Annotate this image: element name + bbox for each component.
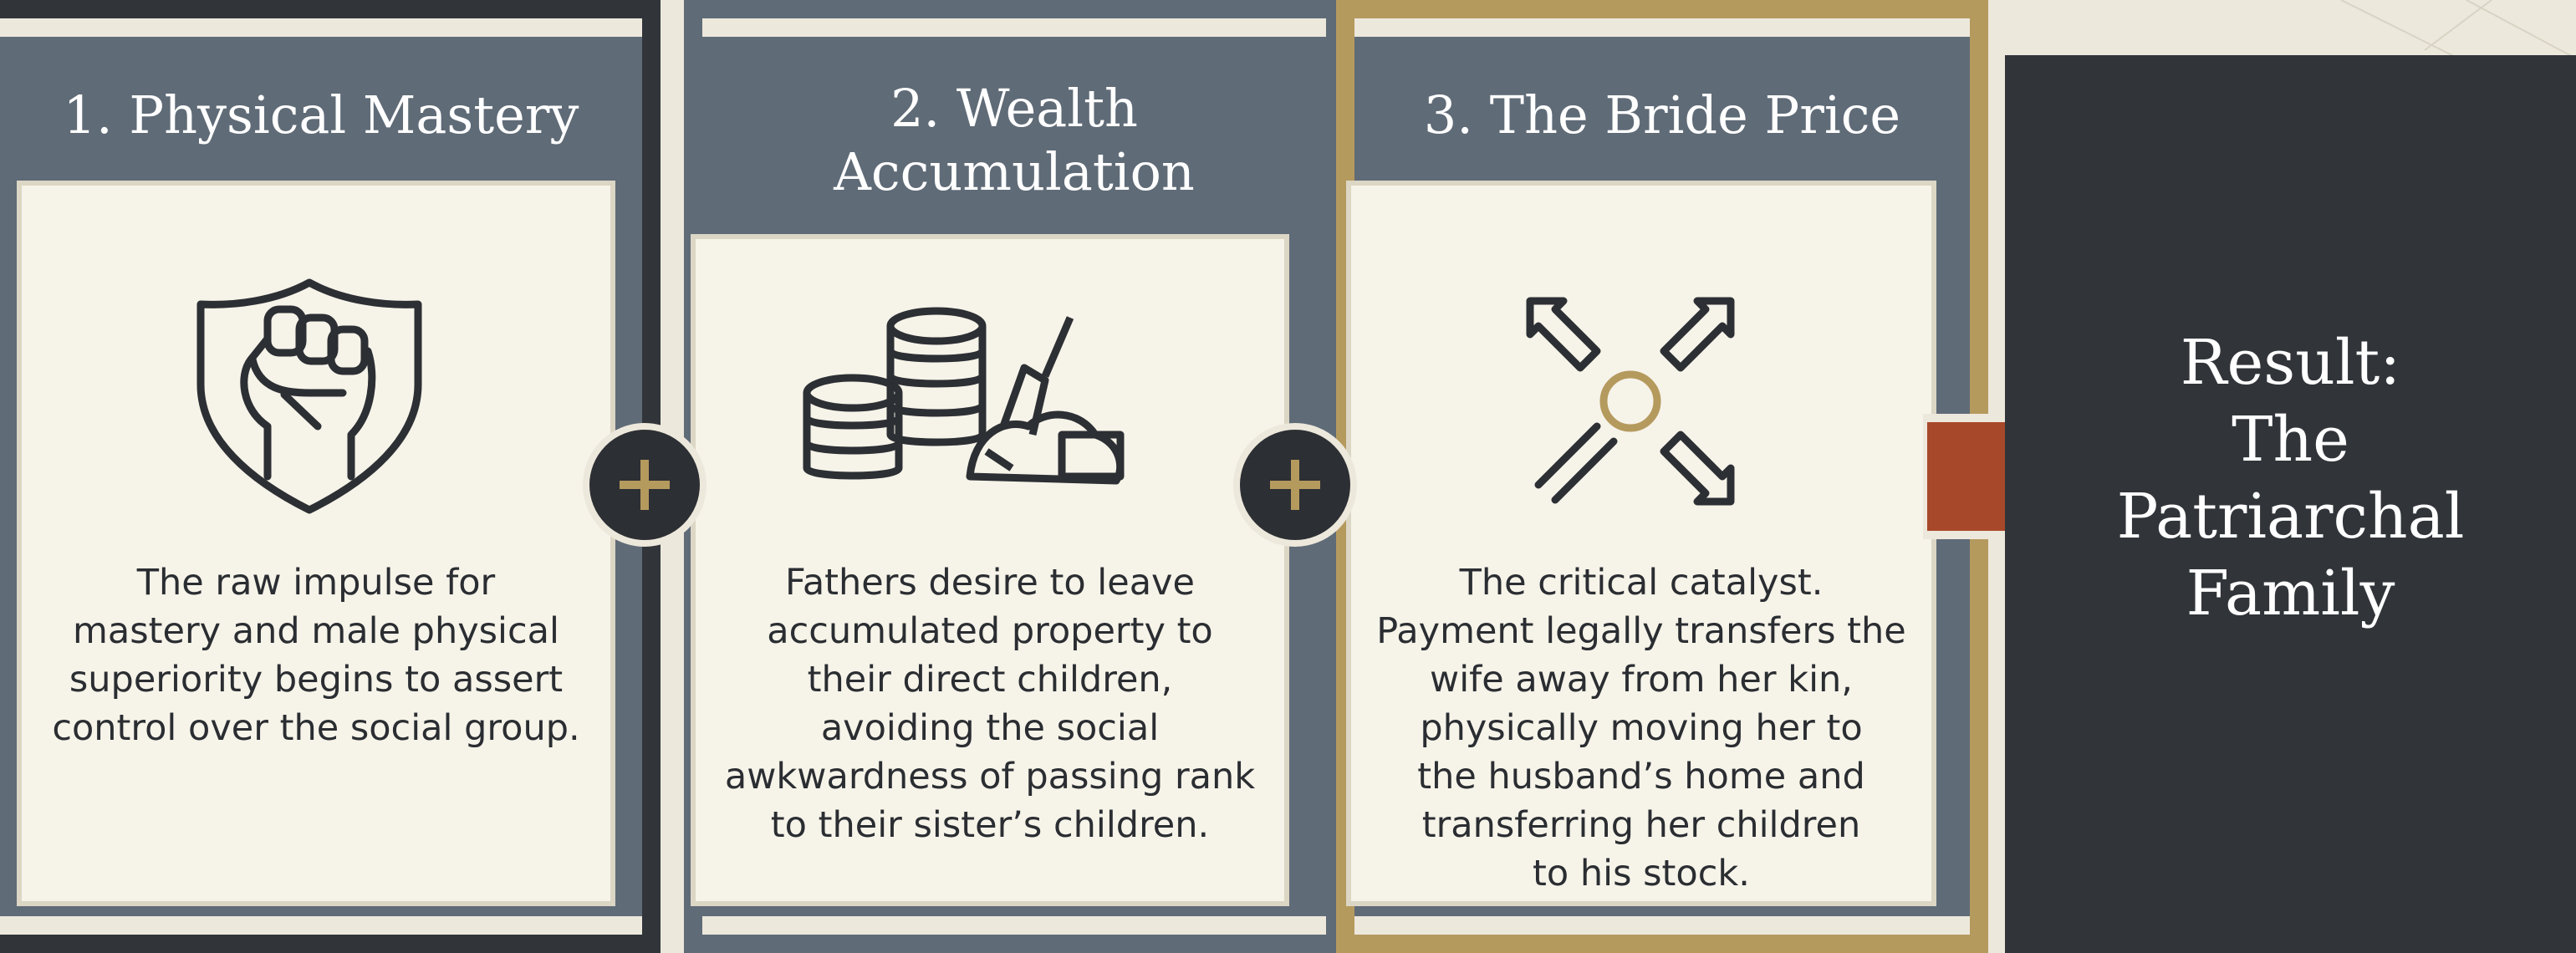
step-description-3-line: to his stock. <box>1533 853 1750 894</box>
step-description-3-line: Payment legally transfers the <box>1376 610 1906 652</box>
coins-treasure-icon <box>803 307 1125 485</box>
step-card-body-1 <box>17 181 615 906</box>
plus-icon <box>583 423 706 547</box>
step-title-1-line-1: 1. Physical Mastery <box>63 84 579 145</box>
step-title-2-line-1: 2. Wealth <box>890 78 1138 139</box>
step-description-2: Fathers desire to leave accumulated prop… <box>707 558 1273 849</box>
result-title-line: Family <box>2186 558 2395 629</box>
step-title-1: 1. Physical Mastery <box>0 84 642 147</box>
step-description-3-line: The critical catalyst. <box>1459 562 1824 604</box>
step-description-2-line: avoiding the social <box>820 707 1160 749</box>
transfer-arrows-icon <box>1526 297 1735 506</box>
step-title-2-line-2: Accumulation <box>834 141 1195 202</box>
plus-icon <box>1233 423 1357 547</box>
step-description-1-line: The raw impulse for <box>136 562 496 604</box>
step-description-3-line: the husband’s home and <box>1417 756 1865 798</box>
result-title: Result: The Patriarchal Family <box>1977 324 2576 632</box>
step-description-2-line: to their sister’s children. <box>770 804 1210 846</box>
result-title-line: Patriarchal <box>2116 481 2465 553</box>
step-description-3-line: transferring her children <box>1421 804 1861 846</box>
shield-fist-icon <box>196 278 422 514</box>
step-title-3: 3. The Bride Price <box>1354 84 1970 147</box>
step-title-3-line-1: 3. The Bride Price <box>1423 84 1901 145</box>
step-description-3-line: physically moving her to <box>1420 707 1863 749</box>
step-card-body-3 <box>1346 181 1936 906</box>
step-description-2-line: Fathers desire to leave <box>785 562 1195 604</box>
step-description-1-line: mastery and male physical <box>73 610 559 652</box>
step-description-2-line: their direct children, <box>807 659 1173 701</box>
step-title-2: 2. Wealth Accumulation <box>702 77 1326 204</box>
result-panel <box>2005 55 2576 953</box>
step-description-2-line: accumulated property to <box>767 610 1213 652</box>
result-title-line: Result: <box>2180 327 2401 399</box>
step-description-3: The critical catalyst. Payment legally t… <box>1363 558 1920 898</box>
step-description-2-line: awkwardness of passing rank <box>724 756 1256 798</box>
step-card-body-2 <box>691 234 1289 906</box>
step-description-3-line: wife away from her kin, <box>1430 659 1853 701</box>
step-description-1-line: control over the social group. <box>52 707 580 749</box>
step-description-1-line: superiority begins to assert <box>69 659 564 701</box>
step-description-1: The raw impulse for mastery and male phy… <box>33 558 599 752</box>
result-title-line: The <box>2232 404 2349 476</box>
